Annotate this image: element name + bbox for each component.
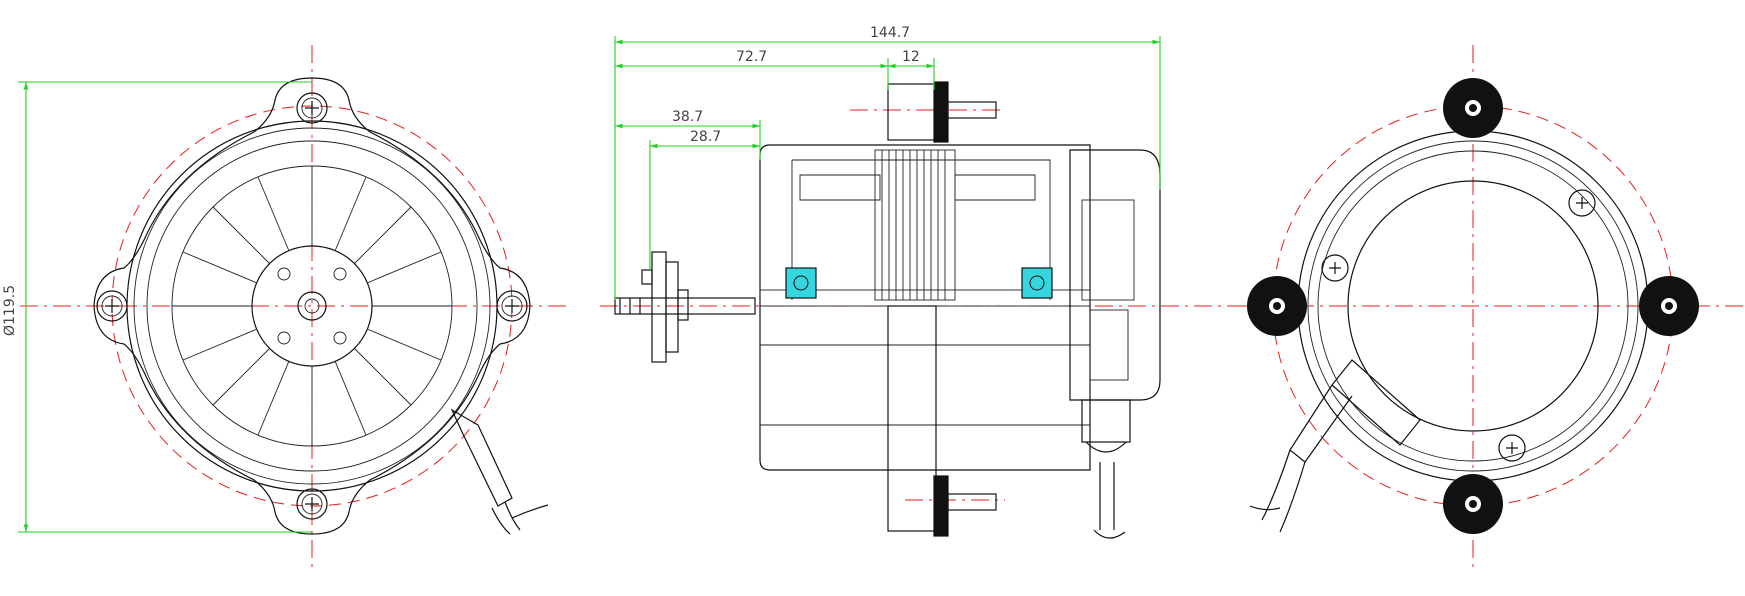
- shaft-b-label: 28.7: [690, 129, 721, 145]
- front-hub-hole: [277, 331, 291, 345]
- side-section-view: [600, 81, 1230, 539]
- front-hub-hole: [333, 331, 347, 345]
- rear-screw-left: [1321, 254, 1349, 282]
- rear-screw-lower-right: [1498, 434, 1526, 462]
- rear-view: [1230, 45, 1745, 570]
- motor-housing: [759, 144, 1091, 471]
- front-shaft: [297, 291, 327, 321]
- rear-opening: [1347, 180, 1599, 432]
- overall-length-label: 144.7: [870, 25, 910, 41]
- bearing-rear: [1021, 267, 1053, 299]
- front-grille-spokes: [172, 166, 452, 446]
- rear-screw-upper-right: [1568, 189, 1596, 217]
- mount-plate: [887, 81, 997, 537]
- grommet-right: [1639, 276, 1699, 336]
- side-dimensions: 144.7 72.7 12 38.7 28.7: [614, 25, 1161, 300]
- terminal-box: [1069, 149, 1161, 401]
- front-cable: [450, 408, 549, 535]
- front-flange-outline: [93, 77, 531, 535]
- front-housing-inner: [133, 127, 491, 485]
- front-view: [20, 45, 570, 570]
- front-screw-top: [296, 92, 328, 124]
- cable-gland: [1081, 399, 1131, 539]
- front-screw-bottom: [296, 488, 328, 520]
- front-screw-right: [496, 290, 528, 322]
- rear-cable: [1249, 359, 1421, 533]
- shaft: [614, 297, 756, 315]
- diameter-label: Ø119.5: [2, 285, 18, 336]
- front-hub-hole: [277, 267, 291, 281]
- mount-width-label: 12: [902, 49, 920, 65]
- grommet-top: [1443, 78, 1503, 138]
- to-mount-label: 72.7: [736, 49, 767, 65]
- shaft-a-label: 38.7: [672, 109, 703, 125]
- front-grille-ring: [146, 140, 478, 472]
- shaft-hub: [641, 251, 689, 363]
- stator-laminations: [874, 149, 956, 301]
- front-screw-left: [96, 290, 128, 322]
- bearing-front: [785, 267, 817, 299]
- diameter-dimension: Ø119.5: [2, 81, 312, 533]
- grommet-bottom: [1443, 474, 1503, 534]
- grommet-left: [1247, 276, 1307, 336]
- front-hub-hole: [333, 267, 347, 281]
- rear-housing-ring: [1307, 140, 1639, 472]
